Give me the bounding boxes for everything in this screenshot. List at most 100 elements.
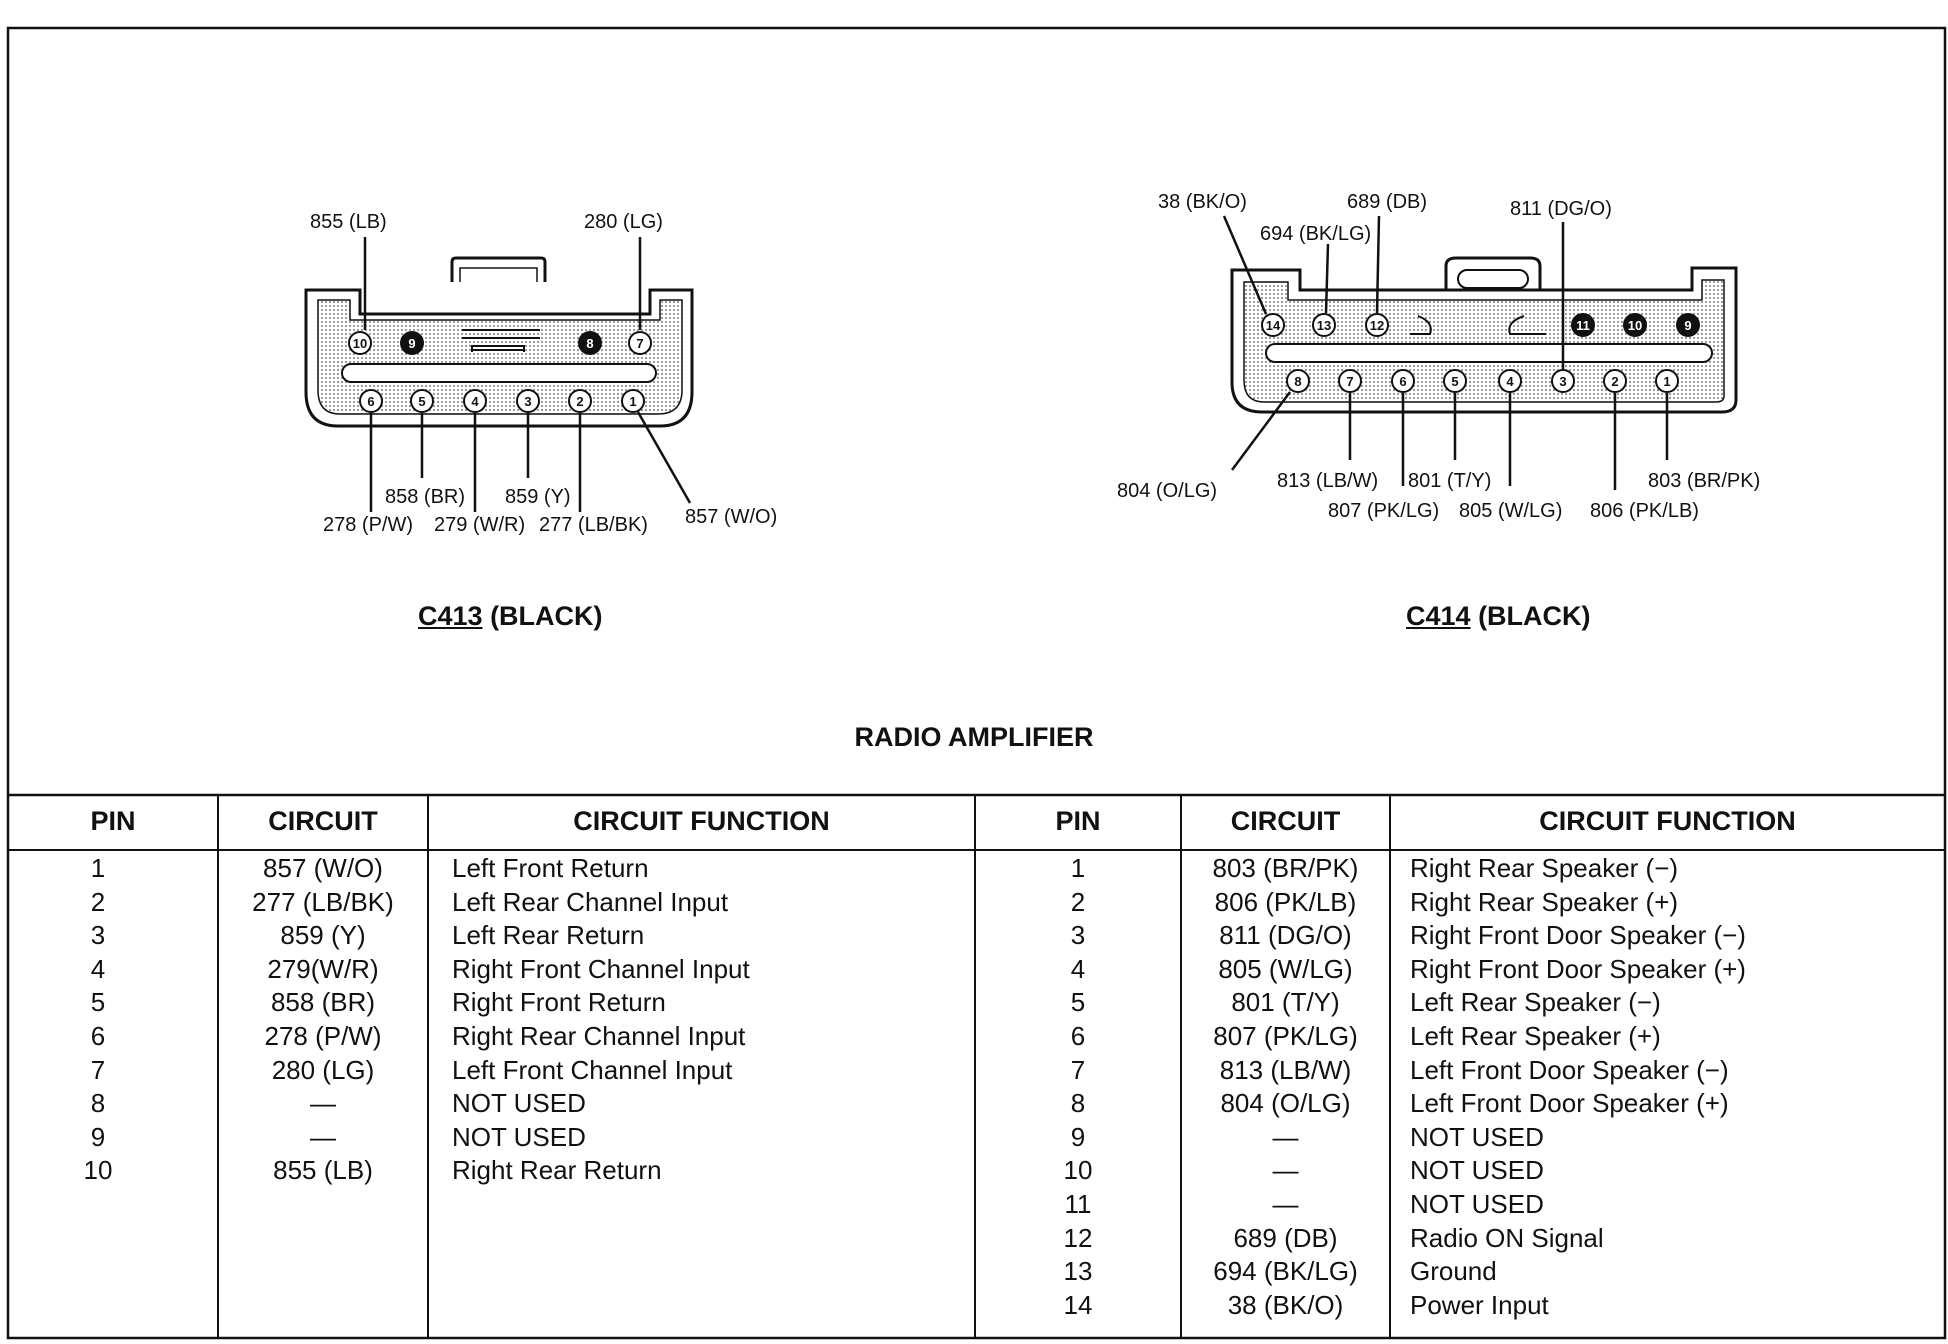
table-cell-circuit: 279(W/R)	[267, 953, 379, 984]
c413-label-855: 855 (LB)	[310, 211, 387, 233]
c413-pin-1: 1	[621, 389, 645, 413]
table-cell-circuit: 855 (LB)	[273, 1155, 373, 1186]
table-cell-function: Right Rear Speaker (−)	[1410, 853, 1679, 883]
table-cell-pin: 8	[90, 1088, 106, 1119]
connector-c414: 14 13 12 11 10 9 8 7	[1117, 191, 1760, 522]
svg-text:2: 2	[1611, 374, 1618, 389]
table-cell-pin: 1	[90, 853, 106, 883]
table-cell-circuit: —	[1272, 1155, 1299, 1186]
table-cell-pin: 6	[1070, 1020, 1086, 1051]
table-cell-circuit: —	[1272, 1121, 1299, 1152]
table-cell-function: Left Front Channel Input	[452, 1054, 733, 1085]
svg-text:9: 9	[1684, 318, 1691, 333]
table-cell-function: Power Input	[1410, 1289, 1549, 1320]
table-cell-function: Left Front Door Speaker (+)	[1410, 1088, 1729, 1119]
table-cell-circuit: 280 (LG)	[271, 1054, 375, 1085]
c413-label-858: 858 (BR)	[385, 486, 465, 508]
svg-text:9: 9	[408, 336, 415, 351]
c414-leader-lines	[1222, 215, 1669, 490]
c413-id: C413	[418, 601, 483, 631]
right-circuit-column: 803 (BR/PK)806 (PK/LB)811 (DG/O)805 (W/L…	[1181, 852, 1390, 1322]
table-cell-function: Right Front Return	[452, 987, 666, 1018]
c414-pin-8: 8	[1286, 369, 1310, 393]
table-cell-circuit: —	[310, 1121, 336, 1152]
c414-pin-7: 7	[1338, 369, 1362, 393]
c413-pin-4: 4	[463, 389, 487, 413]
c414-pin-1: 1	[1655, 369, 1679, 393]
c414-color: (BLACK)	[1478, 601, 1591, 631]
table-cell-circuit: 694 (BK/LG)	[1213, 1256, 1358, 1287]
table-cell-pin: 6	[90, 1020, 106, 1051]
header-circuit-right: CIRCUIT	[1230, 806, 1341, 836]
table-cell-function: Ground	[1410, 1256, 1497, 1287]
c414-pin-12: 12	[1365, 313, 1389, 337]
table-cell-circuit: 804 (O/LG)	[1220, 1088, 1351, 1119]
c413-pin-2: 2	[568, 389, 592, 413]
c414-pin-3: 3	[1551, 369, 1575, 393]
c413-color: (BLACK)	[490, 601, 603, 631]
c413-pin-5: 5	[410, 389, 434, 413]
c414-label-801: 801 (T/Y)	[1408, 470, 1491, 492]
table-cell-pin: 5	[90, 987, 106, 1018]
table-cell-circuit: 807 (PK/LG)	[1213, 1020, 1358, 1051]
svg-text:3: 3	[1559, 374, 1566, 389]
c414-pin-11: 11	[1571, 313, 1595, 337]
c413-label-859: 859 (Y)	[505, 486, 571, 508]
c414-pin-9: 9	[1676, 313, 1700, 337]
table-cell-function: NOT USED	[452, 1121, 586, 1152]
svg-text:11: 11	[1576, 318, 1590, 333]
table-cell-function: Radio ON Signal	[1410, 1222, 1604, 1253]
table-cell-pin: 14	[1063, 1289, 1093, 1320]
svg-text:8: 8	[586, 336, 593, 351]
c413-pin-3: 3	[516, 389, 540, 413]
connector-c413: 10 9 8 7 6 5 4 3	[304, 211, 777, 536]
c414-pin-2: 2	[1603, 369, 1627, 393]
svg-text:6: 6	[367, 394, 374, 409]
table-cell-pin: 11	[1064, 1188, 1092, 1219]
table-cell-circuit: 278 (P/W)	[264, 1020, 382, 1051]
svg-text:1: 1	[629, 394, 636, 409]
table-cell-circuit: 689 (DB)	[1233, 1222, 1338, 1253]
svg-text:5: 5	[1451, 374, 1458, 389]
svg-text:14: 14	[1266, 318, 1281, 333]
c413-label-279: 279 (W/R)	[434, 514, 525, 536]
table-cell-circuit: 859 (Y)	[280, 920, 366, 951]
table-cell-function: Left Front Return	[452, 853, 649, 883]
svg-text:1: 1	[1663, 374, 1670, 389]
svg-text:13: 13	[1317, 318, 1331, 333]
table-cell-circuit: 805 (W/LG)	[1218, 953, 1353, 984]
c414-pin-6: 6	[1391, 369, 1415, 393]
diagram-title: RADIO AMPLIFIER	[854, 722, 1094, 752]
c414-label-689: 689 (DB)	[1347, 191, 1427, 213]
svg-text:2: 2	[576, 394, 583, 409]
outer-frame	[6, 26, 1947, 1340]
table-cell-pin: 9	[1070, 1121, 1086, 1152]
svg-text:8: 8	[1294, 374, 1301, 389]
c413-label-277: 277 (LB/BK)	[539, 514, 648, 536]
table-cell-circuit: —	[310, 1088, 336, 1119]
table-cell-pin: 10	[1063, 1155, 1093, 1186]
c414-id: C414	[1406, 601, 1471, 631]
c414-label-804: 804 (O/LG)	[1117, 480, 1217, 502]
c414-label-806: 806 (PK/LB)	[1590, 500, 1699, 522]
table-cell-circuit: 806 (PK/LB)	[1214, 886, 1357, 917]
svg-text:4: 4	[1506, 374, 1514, 389]
c413-pin-8: 8	[578, 331, 602, 355]
table-cell-circuit: 811 (DG/O)	[1219, 920, 1352, 951]
table-cell-pin: 13	[1063, 1256, 1093, 1287]
svg-text:5: 5	[418, 394, 425, 409]
c414-label-811: 811 (DG/O)	[1510, 198, 1612, 220]
svg-text:10: 10	[353, 336, 367, 351]
svg-text:6: 6	[1399, 374, 1406, 389]
svg-text:10: 10	[1628, 318, 1642, 333]
c413-pin-7: 7	[628, 331, 652, 355]
table-cell-pin: 3	[1070, 920, 1086, 951]
table-cell-pin: 5	[1070, 987, 1086, 1018]
table-cell-circuit: —	[1272, 1188, 1299, 1219]
table-cell-function: NOT USED	[1410, 1155, 1544, 1186]
table-cell-function: Right Rear Channel Input	[452, 1020, 746, 1051]
table-cell-pin: 2	[1070, 886, 1086, 917]
left-circuit-column: 857 (W/O)277 (LB/BK)859 (Y)279(W/R)858 (…	[218, 852, 428, 1188]
